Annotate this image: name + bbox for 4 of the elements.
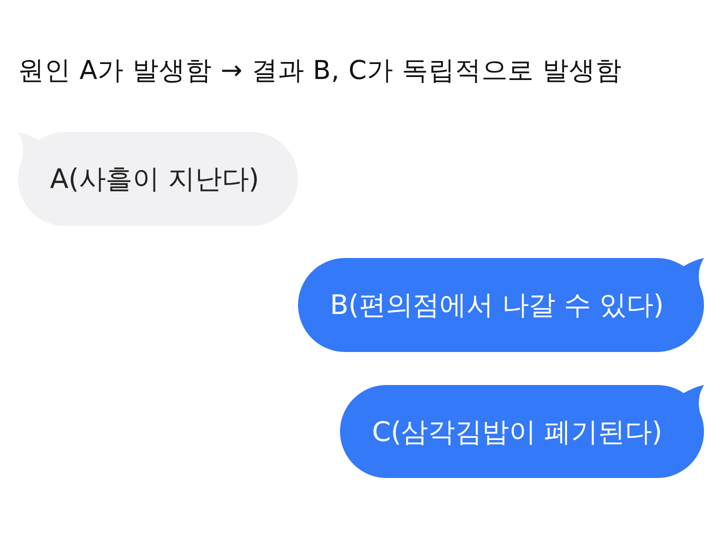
speech-bubble: A(사흘이 지난다) xyxy=(18,132,298,226)
title: 원인 A가 발생함 → 결과 B, C가 독립적으로 발생함 xyxy=(18,55,622,88)
speech-bubble: C(삼각김밥이 폐기된다) xyxy=(340,385,704,478)
speech-bubble: B(편의점에서 나갈 수 있다) xyxy=(298,258,704,352)
